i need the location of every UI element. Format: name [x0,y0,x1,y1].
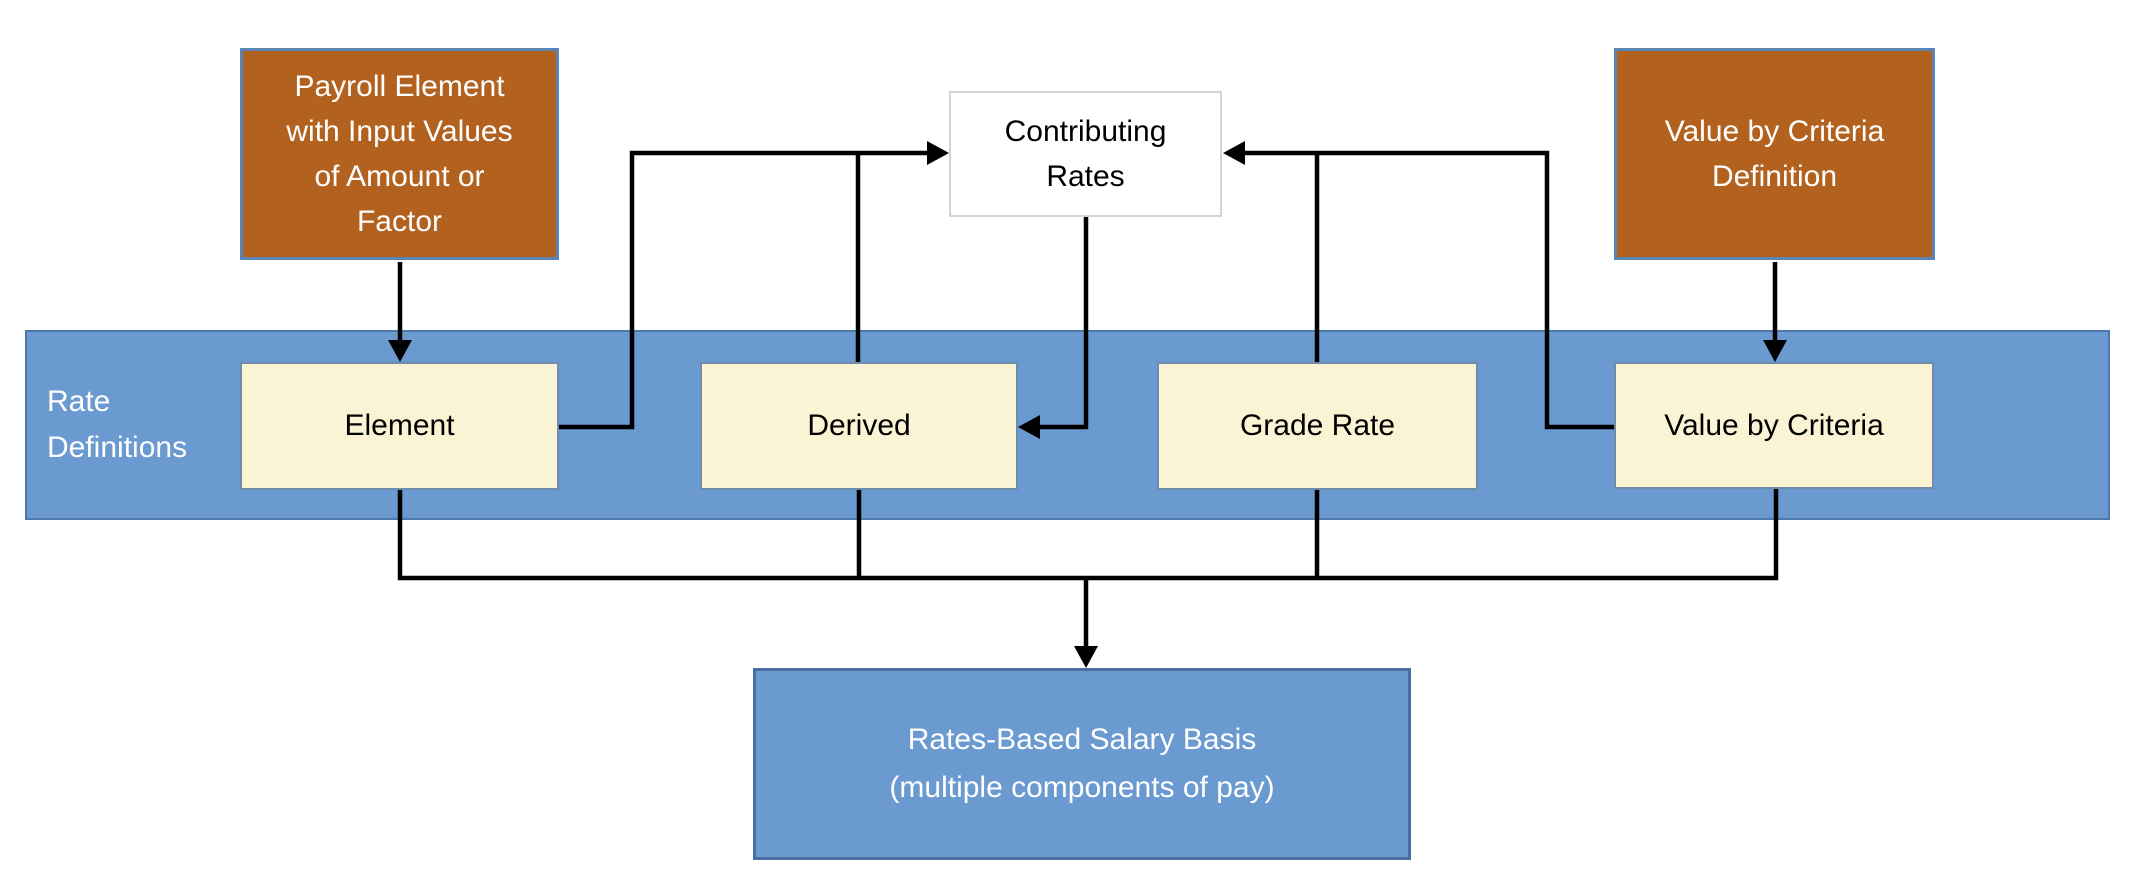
payroll-element-label: Payroll Element [294,70,505,103]
derived-label: Derived [807,409,911,442]
rate-definitions-label: Rate Definitions [47,332,187,518]
value-by-criteria-label: Value by Criteria [1664,408,1884,442]
value-by-criteria-definition-label: Value by Criteria [1664,115,1885,148]
payroll-element-box: Payroll Element with Input Values of Amo… [240,48,559,260]
element-label: Element [344,409,455,442]
contributing-rates-label: Contributing [1004,115,1167,148]
payroll-element-label: Factor [356,205,443,238]
salary-basis-label: (multiple components of pay) [889,771,1275,804]
rate-definitions-label-line: Rate [47,385,111,418]
grade-rate-box: Grade Rate [1157,362,1478,490]
payroll-element-label: of Amount or [314,160,485,193]
grade-rate-label: Grade Rate [1239,409,1396,442]
contributing-rates-label: Rates [1046,160,1125,193]
rate-definitions-label-line: Definitions [47,431,188,464]
derived-box: Derived [700,362,1018,490]
value-by-criteria-definition-label: Definition [1711,160,1838,193]
value-by-criteria-box: Value by Criteria [1614,362,1934,489]
salary-basis-box: Rates-Based Salary Basis (multiple compo… [753,668,1411,860]
contributing-rates-box: Contributing Rates [949,91,1222,217]
payroll-element-label: with Input Values [286,115,513,148]
value-by-criteria-definition-box: Value by Criteria Definition [1614,48,1935,260]
salary-basis-label: Rates-Based Salary Basis [907,723,1257,756]
element-box: Element [240,362,559,490]
